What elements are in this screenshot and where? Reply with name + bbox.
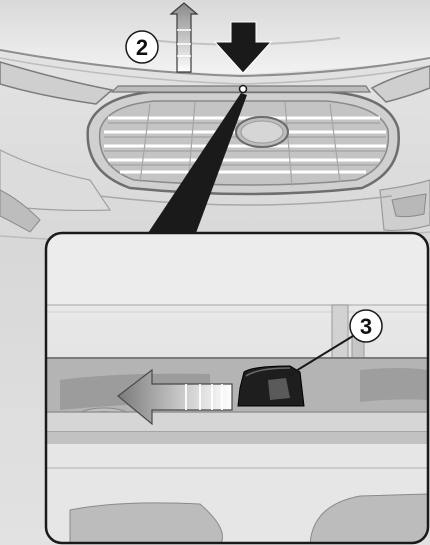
callout-3: 3: [350, 310, 382, 342]
callout-2: 2: [126, 31, 158, 63]
latch-detail-inset: [46, 233, 428, 545]
hood-latch-point: [240, 86, 247, 93]
callout-3-label: 3: [360, 314, 372, 339]
callout-2-label: 2: [136, 35, 148, 60]
